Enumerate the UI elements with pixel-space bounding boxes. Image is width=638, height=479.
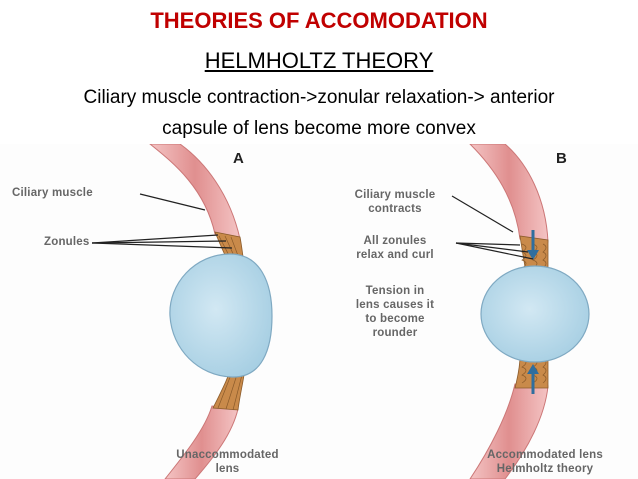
panel-a-letter: A	[233, 150, 244, 167]
panel-b-label-bottom-line-1: Accommodated lens	[487, 449, 603, 461]
panel-a-label-ciliary-muscle: Ciliary muscle	[12, 187, 93, 199]
panel-b-label-ciliary-muscle: Ciliary muscle contracts	[320, 188, 470, 216]
panel-a-label-bottom: Unaccommodated lens	[140, 448, 315, 476]
panel-b-label-tension: Tension in lens causes it to become roun…	[320, 284, 470, 340]
caption-line-1: Ciliary muscle contraction->zonular rela…	[83, 87, 555, 108]
panel-b-arrow-down	[527, 250, 539, 260]
panel-b-label-bottom-line-2: Helmholtz theory	[496, 463, 594, 475]
panel-b-ciliary-muscle-upper	[469, 144, 549, 243]
slide-subtitle: HELMHOLTZ THEORY	[204, 48, 434, 73]
panel-b-letter: B	[556, 150, 567, 167]
panel-b-label-tension-line-1: Tension in	[365, 285, 425, 297]
panel-b-ciliary-muscle-lower	[469, 383, 549, 479]
panel-b-drawing	[451, 144, 590, 479]
panel-b-label-zonules-line-1: All zonules	[363, 235, 427, 247]
slide-caption: Ciliary muscle contraction->zonular rela…	[0, 82, 638, 144]
panel-b-label-ciliary-line-2: contracts	[368, 203, 422, 215]
panel-a-label-zonules: Zonules	[44, 236, 90, 248]
panel-b-label-tension-line-3: to become	[365, 313, 425, 325]
caption-line-2: capsule of lens become more convex	[162, 118, 476, 139]
panel-a-label-bottom-line-2: lens	[215, 463, 240, 475]
panel-b-arrow-up	[527, 364, 539, 374]
panel-a-ciliary-muscle-upper	[149, 144, 241, 240]
panel-a-drawing	[91, 144, 273, 479]
panel-a-lens	[169, 253, 273, 378]
slide-title: THEORIES OF ACCOMODATION	[150, 8, 488, 33]
figure-drawing	[91, 144, 590, 479]
panel-a-ciliary-muscle-lower	[164, 405, 239, 479]
panel-b-label-ciliary-line-1: Ciliary muscle	[354, 189, 436, 201]
panel-b-label-zonules-line-2: relax and curl	[356, 249, 434, 261]
panel-b-label-zonules: All zonules relax and curl	[320, 234, 470, 262]
panel-b-label-tension-line-2: lens causes it	[355, 299, 435, 311]
accommodation-figure: A B Ciliary muscle Zonules Unaccommodate…	[0, 144, 638, 479]
panel-b-label-bottom: Accommodated lens Helmholtz theory	[452, 448, 638, 476]
panel-a-label-bottom-line-1: Unaccommodated	[176, 449, 279, 461]
panel-b-lens	[480, 265, 590, 363]
panel-b-label-tension-line-4: rounder	[372, 327, 418, 339]
